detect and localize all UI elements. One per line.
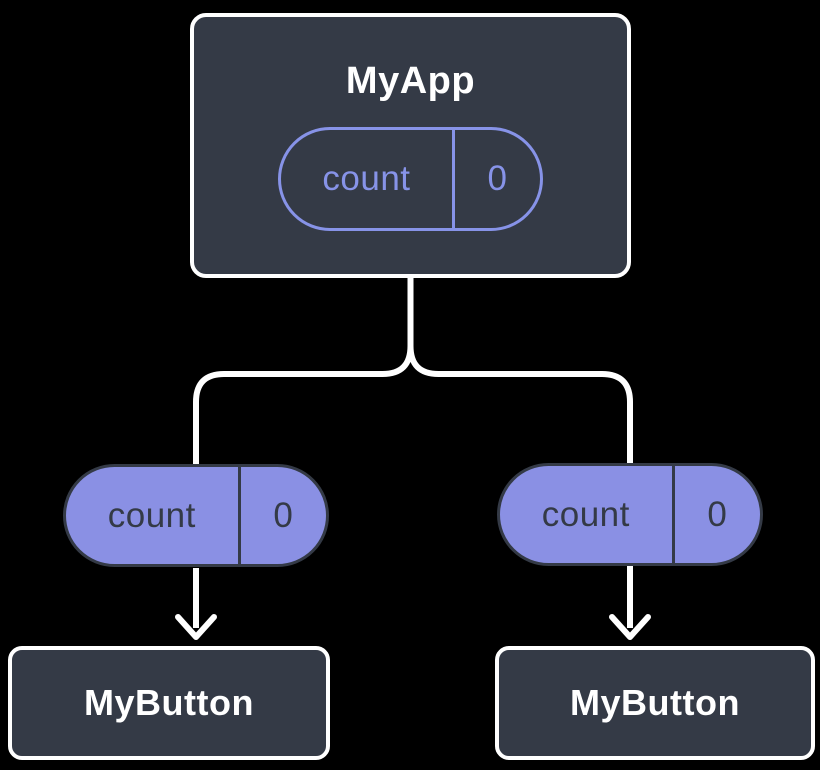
node-mybutton-right: MyButton (495, 646, 815, 760)
state-name: count (541, 494, 630, 534)
node-myapp: MyApp count 0 (190, 13, 631, 278)
passed-prop-pill-right: count 0 (497, 463, 763, 566)
state-name: count (322, 159, 411, 198)
branch-line-right (407, 277, 633, 466)
state-name: count (107, 495, 196, 535)
passed-prop-pill-left: count 0 (63, 464, 329, 567)
state-value: 0 (671, 466, 760, 563)
state-value: 0 (451, 130, 540, 228)
myapp-title: MyApp (345, 60, 476, 102)
mybutton-title: MyButton (84, 682, 254, 723)
mybutton-title: MyButton (570, 682, 740, 723)
state-value: 0 (237, 467, 326, 564)
arrow-head-left (175, 614, 217, 640)
arrow-head-right (609, 614, 651, 640)
branch-line-left (193, 277, 414, 466)
node-mybutton-left: MyButton (8, 646, 330, 760)
myapp-state-pill: count 0 (278, 127, 543, 231)
